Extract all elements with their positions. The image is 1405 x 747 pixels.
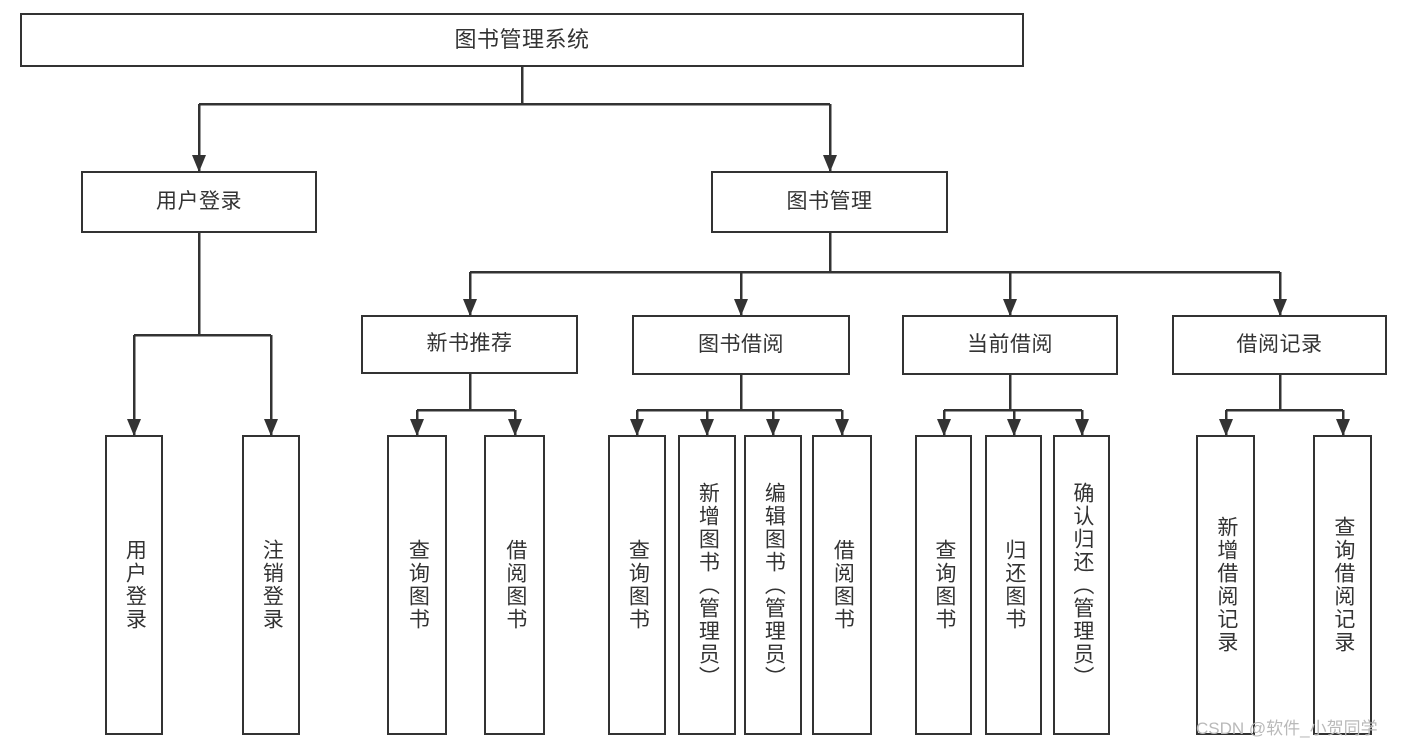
arrowhead bbox=[734, 299, 748, 316]
node-leaf-confirm-return[interactable]: 确认归还（管理员） bbox=[1053, 435, 1110, 735]
node-book-manage[interactable]: 图书管理 bbox=[711, 171, 948, 233]
node-label: 查询借阅记录 bbox=[1331, 516, 1355, 654]
node-leaf-query-book-3[interactable]: 查询图书 bbox=[915, 435, 972, 735]
node-label: 借阅图书 bbox=[831, 539, 855, 631]
node-label: 借阅图书 bbox=[503, 539, 527, 631]
arrowhead bbox=[1336, 419, 1350, 436]
arrowhead bbox=[835, 419, 849, 436]
arrowhead bbox=[630, 419, 644, 436]
arrowhead bbox=[127, 419, 141, 436]
arrowhead bbox=[1075, 419, 1089, 436]
node-leaf-logout[interactable]: 注销登录 bbox=[242, 435, 300, 735]
node-label: 查询图书 bbox=[932, 539, 956, 631]
arrowhead bbox=[264, 419, 278, 436]
arrowhead bbox=[766, 419, 780, 436]
node-leaf-add-record[interactable]: 新增借阅记录 bbox=[1196, 435, 1255, 735]
arrowhead bbox=[463, 299, 477, 316]
node-label: 当前借阅 bbox=[967, 332, 1053, 356]
node-leaf-borrow-book-2[interactable]: 借阅图书 bbox=[812, 435, 872, 735]
node-leaf-user-login[interactable]: 用户登录 bbox=[105, 435, 163, 735]
node-leaf-query-record[interactable]: 查询借阅记录 bbox=[1313, 435, 1372, 735]
node-label: 借阅记录 bbox=[1236, 332, 1323, 356]
node-leaf-return-book[interactable]: 归还图书 bbox=[985, 435, 1042, 735]
arrowhead bbox=[1273, 299, 1287, 316]
node-new-book-rec[interactable]: 新书推荐 bbox=[361, 315, 578, 374]
node-label: 查询图书 bbox=[626, 539, 650, 631]
node-label: 新书推荐 bbox=[426, 332, 513, 356]
node-label: 查询图书 bbox=[406, 539, 430, 631]
arrowhead bbox=[410, 419, 424, 436]
node-label: 注销登录 bbox=[260, 539, 284, 631]
node-label: 用户登录 bbox=[123, 539, 147, 631]
node-label: 新增借阅记录 bbox=[1214, 516, 1238, 654]
arrowhead bbox=[1003, 299, 1017, 316]
node-label: 图书管理系统 bbox=[454, 27, 590, 53]
node-borrow-record[interactable]: 借阅记录 bbox=[1172, 315, 1387, 375]
node-leaf-add-book[interactable]: 新增图书（管理员） bbox=[678, 435, 736, 735]
node-label: 图书借阅 bbox=[698, 332, 784, 356]
node-label: 编辑图书（管理员） bbox=[762, 481, 786, 689]
node-leaf-borrow-book-1[interactable]: 借阅图书 bbox=[484, 435, 545, 735]
arrowhead bbox=[937, 419, 951, 436]
arrowhead bbox=[1219, 419, 1233, 436]
csdn-watermark: CSDN @软件_小贺同学 bbox=[1196, 719, 1378, 738]
arrowhead bbox=[823, 155, 837, 172]
node-label: 用户登录 bbox=[156, 189, 242, 213]
node-leaf-edit-book[interactable]: 编辑图书（管理员） bbox=[744, 435, 802, 735]
node-label: 图书管理 bbox=[786, 189, 873, 213]
arrowhead bbox=[192, 155, 206, 172]
node-leaf-query-book-2[interactable]: 查询图书 bbox=[608, 435, 666, 735]
node-current-borrow[interactable]: 当前借阅 bbox=[902, 315, 1118, 375]
arrowhead bbox=[508, 419, 522, 436]
node-leaf-query-book-1[interactable]: 查询图书 bbox=[387, 435, 447, 735]
arrowhead bbox=[700, 419, 714, 436]
node-label: 归还图书 bbox=[1002, 539, 1026, 631]
node-book-borrow[interactable]: 图书借阅 bbox=[632, 315, 850, 375]
node-label: 确认归还（管理员） bbox=[1070, 481, 1094, 689]
node-root[interactable]: 图书管理系统 bbox=[20, 13, 1024, 67]
arrowhead bbox=[1007, 419, 1021, 436]
node-label: 新增图书（管理员） bbox=[696, 481, 720, 689]
node-user-login[interactable]: 用户登录 bbox=[81, 171, 317, 233]
